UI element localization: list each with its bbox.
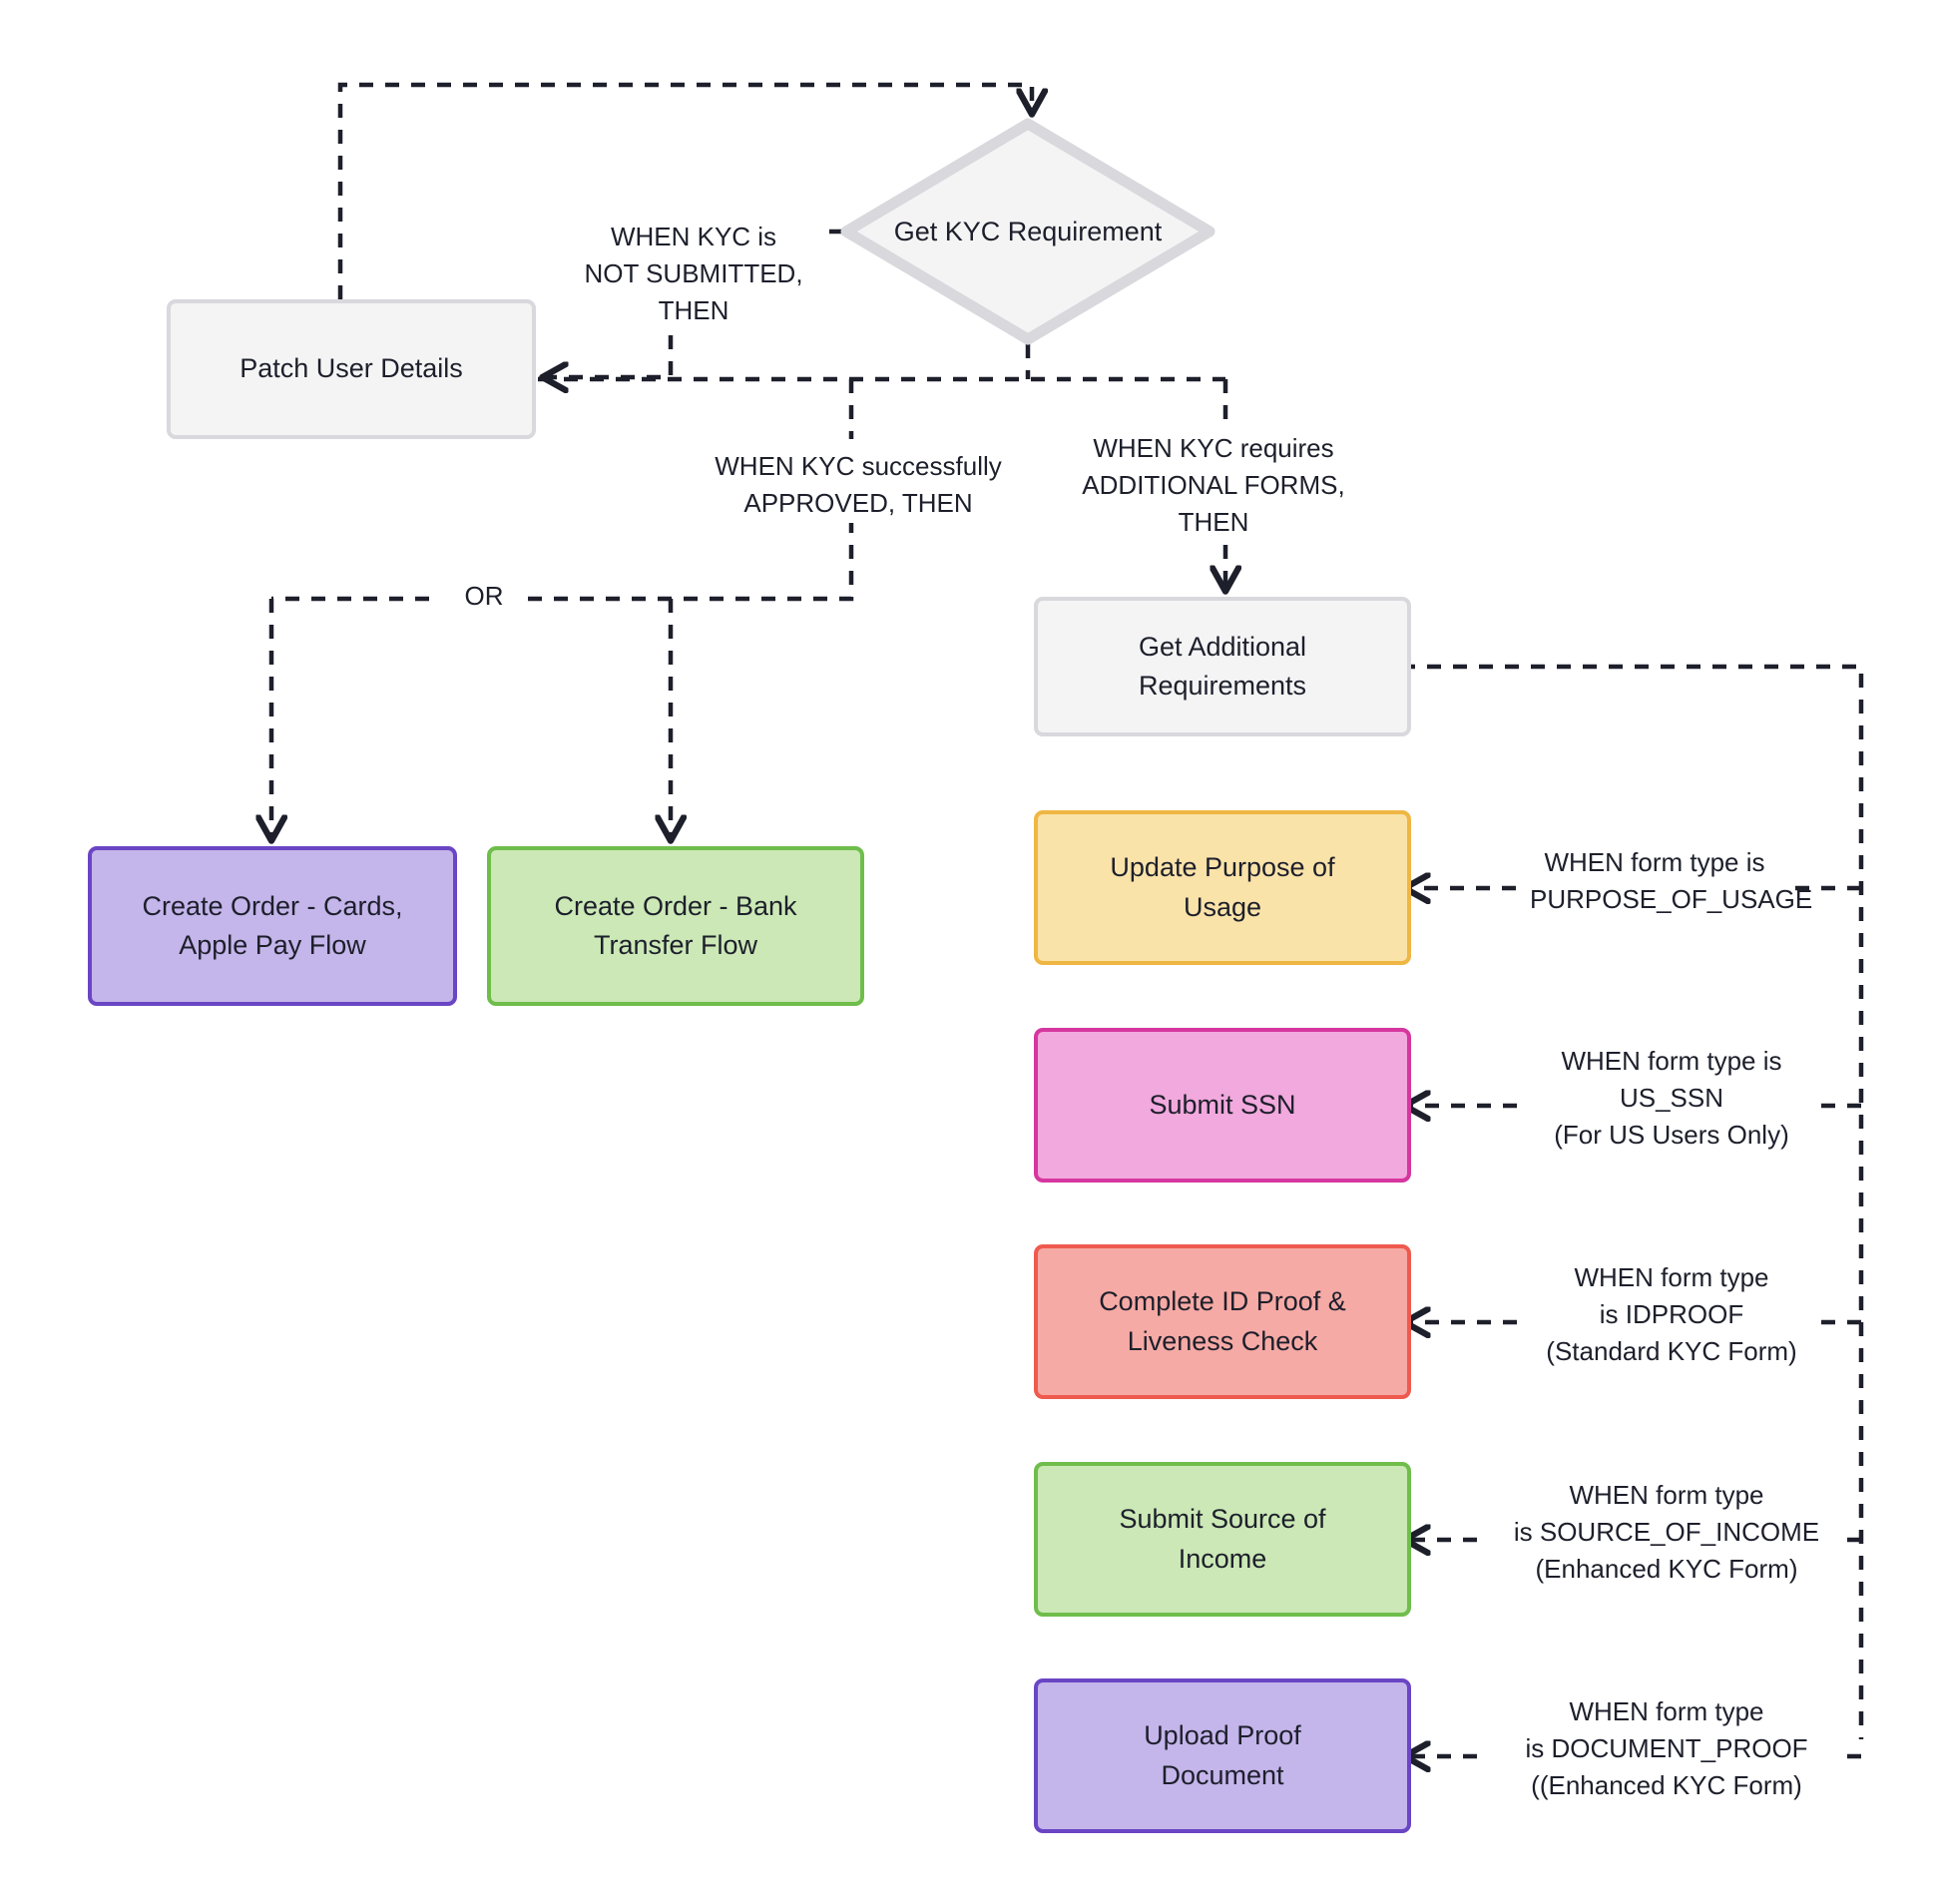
edge-label-form-us-ssn: WHEN form type is US_SSN (For US Users O… <box>1522 1042 1821 1155</box>
node-complete-id-proof[interactable]: Complete ID Proof & Liveness Check <box>1034 1244 1411 1399</box>
edge-label-form-purpose-of-usage: WHEN form type is PURPOSE_OF_USAGE <box>1525 843 1812 919</box>
edge-label-kyc-additional-forms: WHEN KYC requires ADDITIONAL FORMS, THEN <box>1073 429 1354 542</box>
edge-label-or: OR <box>445 577 523 616</box>
node-submit-ssn-label: Submit SSN <box>1149 1089 1296 1120</box>
edge-getkyc-approved <box>499 379 854 602</box>
node-patch-user-details-label: Patch User Details <box>240 353 463 384</box>
node-submit-ssn[interactable]: Submit SSN <box>1034 1028 1411 1183</box>
node-create-order-bank-label: Create Order - Bank Transfer Flow <box>554 890 797 960</box>
edge-patch-to-getkyc <box>337 82 1032 299</box>
node-complete-id-proof-label: Complete ID Proof & Liveness Check <box>1099 1286 1346 1356</box>
node-get-kyc-requirement[interactable]: Get KYC Requirement <box>846 124 1210 339</box>
node-upload-proof-document-label: Upload Proof Document <box>1144 1720 1301 1790</box>
node-get-additional-requirements-label: Get Additional Requirements <box>1138 631 1307 701</box>
edge-label-form-document-proof: WHEN form type is DOCUMENT_PROOF ((Enhan… <box>1492 1692 1841 1805</box>
node-update-purpose-of-usage[interactable]: Update Purpose of Usage <box>1034 810 1411 965</box>
node-create-order-cards-label: Create Order - Cards, Apple Pay Flow <box>142 890 403 960</box>
edge-additional-bus <box>1401 664 1864 1739</box>
get-kyc-requirement-shape <box>840 118 1215 345</box>
node-submit-source-of-income[interactable]: Submit Source of Income <box>1034 1462 1411 1617</box>
node-update-purpose-of-usage-label: Update Purpose of Usage <box>1110 852 1335 922</box>
node-submit-source-of-income-label: Submit Source of Income <box>1119 1504 1326 1574</box>
edge-label-kyc-approved: WHEN KYC successfully APPROVED, THEN <box>639 447 1078 523</box>
edge-label-form-idproof: WHEN form type is IDPROOF (Standard KYC … <box>1522 1258 1821 1371</box>
node-patch-user-details[interactable]: Patch User Details <box>167 299 536 439</box>
node-get-additional-requirements[interactable]: Get Additional Requirements <box>1034 597 1411 736</box>
edge-label-kyc-not-submitted: WHEN KYC is NOT SUBMITTED, THEN <box>569 218 818 330</box>
node-upload-proof-document[interactable]: Upload Proof Document <box>1034 1678 1411 1833</box>
node-create-order-cards[interactable]: Create Order - Cards, Apple Pay Flow <box>88 846 457 1006</box>
node-get-kyc-requirement-label: Get KYC Requirement <box>893 216 1163 246</box>
edge-label-form-source-of-income: WHEN form type is SOURCE_OF_INCOME (Enha… <box>1492 1476 1841 1589</box>
node-create-order-bank[interactable]: Create Order - Bank Transfer Flow <box>487 846 864 1006</box>
